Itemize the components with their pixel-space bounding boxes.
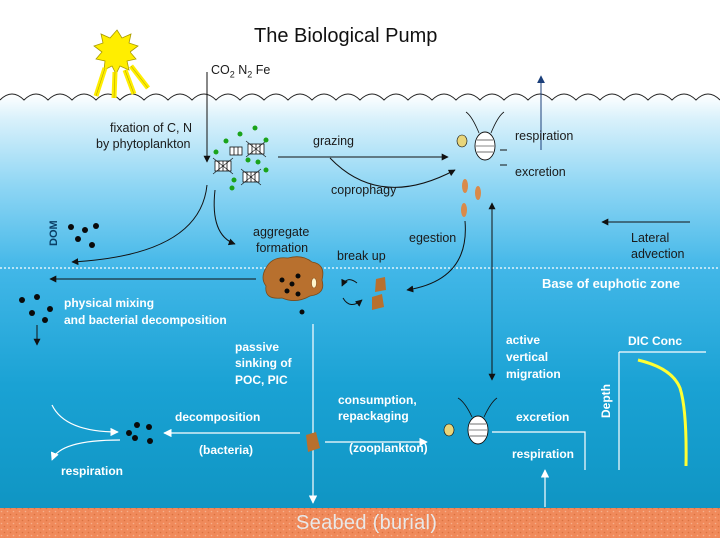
sea-surface-wave-line [0,93,720,101]
page-title: The Biological Pump [254,25,438,47]
fixation-label: fixation of C, N [110,121,192,135]
break-up-fragments-icon [372,277,386,310]
aggregate-formation-label: aggregate [253,225,310,239]
zooplankton-icon [456,111,505,161]
coprophagy-arrow [329,157,456,188]
break-up-arrow [341,278,358,287]
excretion-top-label: excretion [515,165,566,179]
lateral-advection-label: Lateral [631,231,670,245]
zooplankton-label: (zooplankton) [349,441,428,455]
dom-label: DOM [48,220,60,246]
break-up-label: break up [337,249,386,263]
lateral-advection-label-2: advection [631,247,685,261]
bacterial-respiration-arrow [51,404,119,437]
grazing-label: grazing [313,134,354,148]
seabed [0,508,720,538]
phytoplankton-icon [212,125,269,191]
active-migration-label-2: vertical [506,350,549,364]
zooplankton-deep-icon [443,397,498,445]
dic-profile-curve [637,358,688,467]
fecal-pellet-icon [461,179,481,217]
physical-mixing-label: physical mixing [64,296,155,310]
fixation-label-2: by phytoplankton [96,137,191,151]
aggregation-arrow [213,189,236,246]
gas-inputs-label: CO2 N2 Fe [211,63,271,80]
decomposition-label: decomposition [175,410,261,424]
deep-excretion-bracket [492,431,586,470]
depth-axis-label: Depth [599,384,613,418]
sinking-particle-icon [306,432,320,452]
seabed-label: Seabed (burial) [296,512,438,534]
consumption-label-2: repackaging [338,409,409,423]
respiration-left-label: respiration [61,464,124,478]
respiration-top-label: respiration [515,129,574,143]
physical-mixing-label-2: and bacterial decomposition [64,313,227,327]
consumption-label: consumption, [338,393,417,407]
respiration-bottom-label: respiration [512,447,575,461]
aggregate-icon [262,256,324,315]
excretion-bottom-label: excretion [516,410,570,424]
euphotic-zone-label: Base of euphotic zone [542,276,680,291]
passive-sinking-label-3: POC, PIC [235,373,288,387]
passive-sinking-label: passive [235,340,280,354]
coprophagy-label: coprophagy [331,183,397,197]
dom-particles [19,223,153,444]
bacteria-label: (bacteria) [199,443,254,457]
active-migration-label: active [506,333,541,347]
egestion-label: egestion [409,231,457,245]
dic-conc-label: DIC Conc [628,334,682,348]
respiration-left-arrow [50,439,121,461]
dom-release-arrow [71,184,208,266]
active-migration-label-3: migration [506,367,561,381]
sun-icon [93,29,150,99]
passive-sinking-label-2: sinking of [235,356,292,370]
aggregate-formation-label-2: formation [256,241,309,255]
egestion-arrow [406,220,466,293]
break-up-arrow-2 [342,297,363,307]
